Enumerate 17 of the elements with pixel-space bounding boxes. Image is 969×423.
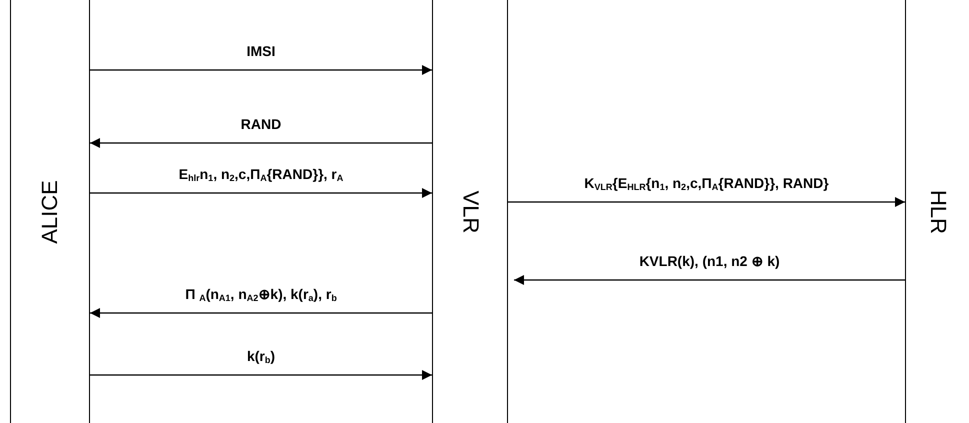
edge-label: KVLR(k), (n1, n2 ⊕ k) [637, 253, 782, 270]
lifeline-box [432, 0, 508, 423]
edge-label: E$_{hlr}$n$_{1}$, n$_{2}$,c,Π$_{A}${RAND}}, r$_{A}$ [176, 166, 346, 183]
message-arrow [508, 197, 905, 207]
edge-label: K$_{VLR}${E$_{HLR}${n$_{1}$, n$_{2}$,c,Π$_{A}${RAND}}, RAND} [582, 175, 831, 192]
edge-label: Π $_{A}$(n$_{A1}$, n$_{A2}$⊕k), k(r$_{a}$), r$_{b}$ [183, 286, 339, 303]
message-arrow [90, 138, 432, 148]
message-arrow [90, 65, 432, 75]
message-arrow [90, 370, 432, 380]
lifeline-label: HLR [925, 190, 951, 234]
lifeline-label: VLR [457, 190, 483, 234]
lifeline-label: ALICE [37, 180, 63, 244]
lifeline-box [10, 0, 90, 423]
message-arrow [90, 308, 432, 318]
edge-label: k(r$_{b}$) [244, 348, 278, 365]
message-arrow [514, 275, 905, 285]
message-arrow [90, 188, 432, 198]
